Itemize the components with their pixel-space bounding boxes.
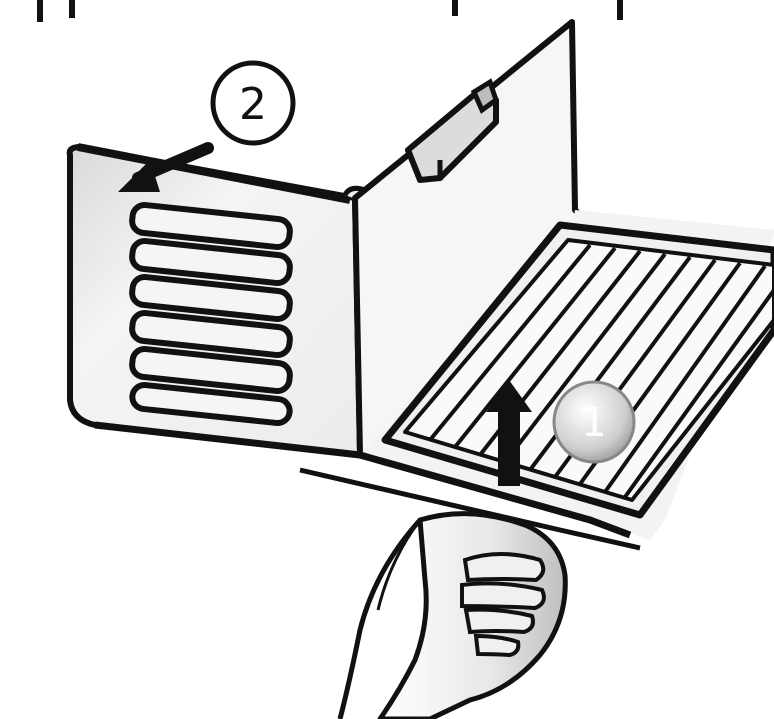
svg-text:1: 1 xyxy=(581,400,606,446)
step-2-label: 2 xyxy=(213,63,293,143)
vent-grille-icon xyxy=(131,204,291,424)
hand-icon xyxy=(340,514,565,719)
top-edge-marks xyxy=(40,0,620,22)
step-1-label: 1 xyxy=(554,382,634,462)
svg-text:2: 2 xyxy=(239,79,267,130)
